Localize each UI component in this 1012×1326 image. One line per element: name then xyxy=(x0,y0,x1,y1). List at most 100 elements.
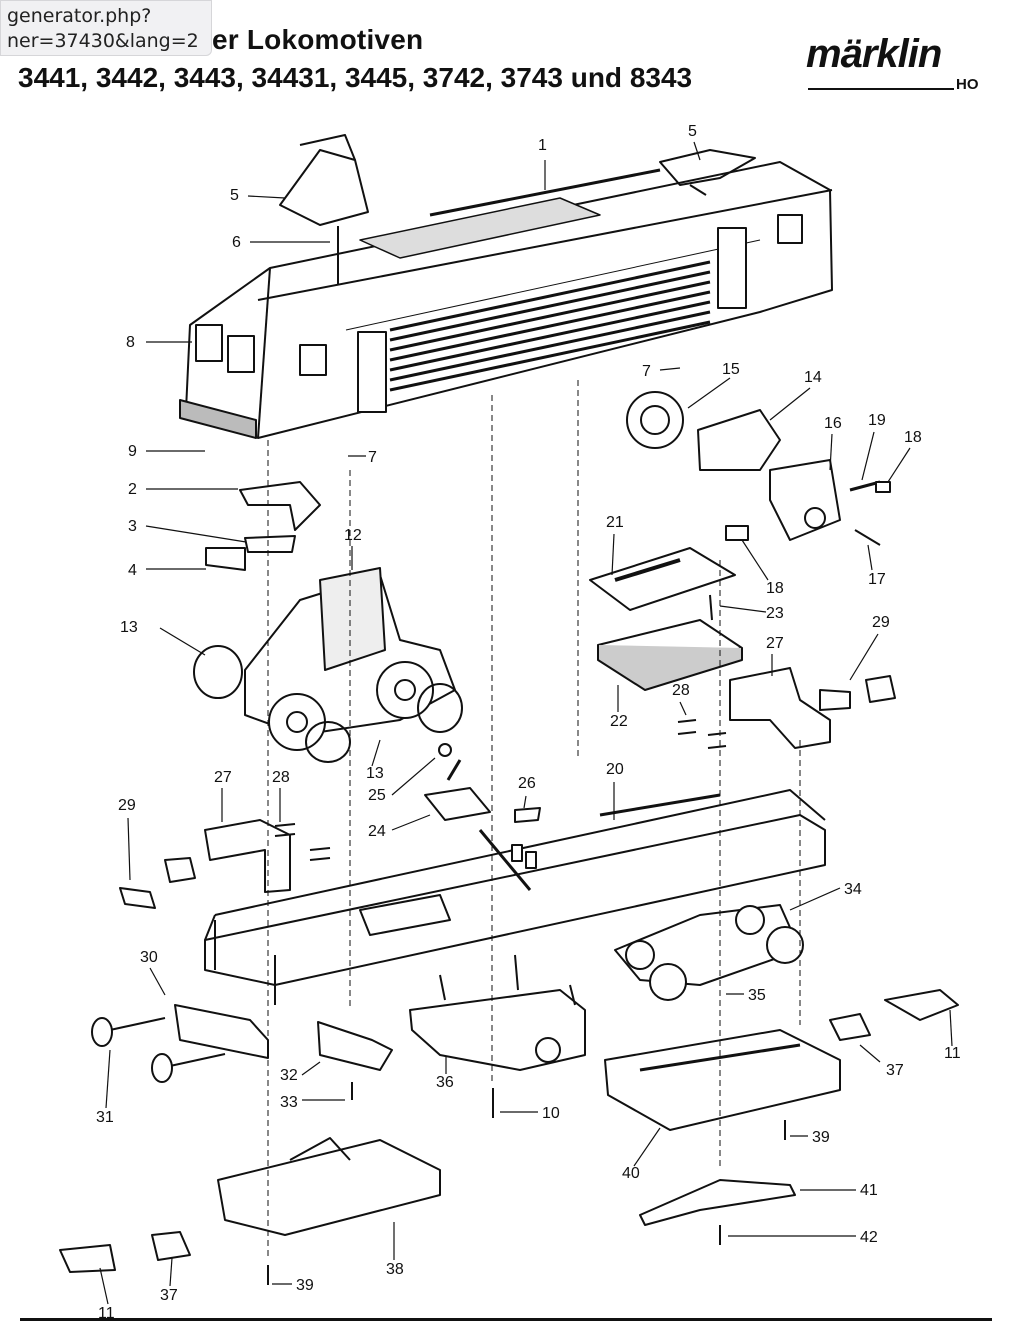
callout-leader xyxy=(145,525,247,543)
part-number-label: 7 xyxy=(642,363,651,380)
model-numbers: 3441, 3442, 3443, 34431, 3445, 3742, 374… xyxy=(18,62,693,93)
part-number-label: 7 xyxy=(368,449,377,466)
part-number-label: 38 xyxy=(386,1261,404,1278)
front-bogie-motor xyxy=(193,567,463,763)
callout-leader xyxy=(849,633,879,681)
part-number-label: 19 xyxy=(868,412,886,429)
part-number-label: 28 xyxy=(672,682,690,699)
callout-leader xyxy=(769,387,811,421)
part-number-label: 11 xyxy=(98,1305,115,1322)
callout-leader xyxy=(949,1009,953,1047)
callout-leader xyxy=(687,377,731,409)
bogie-mount-center xyxy=(317,1021,393,1100)
locomotive-body xyxy=(179,161,833,439)
callout-leader xyxy=(391,757,436,796)
callout-leader xyxy=(611,533,615,576)
rear-bogie xyxy=(614,904,804,1001)
part-number-label: 28 xyxy=(272,769,290,786)
tooltip-line-2: ner=37430&lang=2 xyxy=(7,30,199,52)
callout-leader xyxy=(741,539,769,581)
circuit-board xyxy=(589,547,736,621)
part-number-label: 5 xyxy=(230,187,239,204)
callout-leader xyxy=(679,701,687,716)
motor-assembly xyxy=(626,391,891,546)
callout-leader xyxy=(719,605,767,613)
callout-leader xyxy=(861,431,875,481)
coupler-parts-left xyxy=(205,481,321,571)
part-number-label: 16 xyxy=(824,415,842,432)
part-number-label: 40 xyxy=(622,1165,640,1182)
part-number-label: 20 xyxy=(606,761,624,778)
part-number-label: 24 xyxy=(368,823,386,840)
part-number-label: 9 xyxy=(128,443,137,460)
chassis-frame xyxy=(204,789,826,1005)
part-number-label: 39 xyxy=(812,1129,830,1146)
marklin-logo: märklin HO xyxy=(806,32,984,93)
callout-leader xyxy=(789,887,841,911)
pantograph-left xyxy=(279,134,369,285)
part-number-label: 31 xyxy=(96,1109,114,1126)
part-number-label: 33 xyxy=(280,1094,298,1111)
buffer-beam-front xyxy=(91,1004,269,1083)
callout-leaders xyxy=(99,141,953,1305)
logo-underline xyxy=(808,88,954,90)
logo-wordmark: märklin xyxy=(806,32,942,76)
assembly-guide-lines xyxy=(267,380,801,1260)
callout-leader xyxy=(127,817,131,881)
part-number-label: 3 xyxy=(128,518,137,535)
part-number-label: 22 xyxy=(610,713,628,730)
callout-leader xyxy=(169,1257,173,1287)
part-number-label: 37 xyxy=(886,1062,904,1079)
part-number-label: 25 xyxy=(368,787,386,804)
part-number-label: 26 xyxy=(518,775,536,792)
part-number-label: 8 xyxy=(126,334,135,351)
page-title: er Lokomotiven xyxy=(212,24,424,55)
part-number-label: 29 xyxy=(872,614,890,631)
part-number-label: 34 xyxy=(844,881,862,898)
part-number-label: 11 xyxy=(944,1045,961,1062)
part-number-label: 42 xyxy=(860,1229,878,1246)
part-number-label: 4 xyxy=(128,562,137,579)
part-number-label: 2 xyxy=(128,481,137,498)
front-coupler-mount xyxy=(119,819,331,909)
callout-leader xyxy=(859,1044,881,1063)
callout-leader xyxy=(371,739,381,767)
board-carrier xyxy=(597,619,743,691)
part-number-label: 1 xyxy=(538,137,547,154)
callout-leader xyxy=(105,1049,111,1109)
part-number-label: 18 xyxy=(766,580,784,597)
url-tooltip: generator.php? ner=37430&lang=2 xyxy=(0,0,212,56)
part-number-label: 5 xyxy=(688,123,697,140)
callout-leader xyxy=(301,1061,321,1076)
tooltip-line-1: generator.php? xyxy=(7,5,152,27)
callout-leader xyxy=(523,795,527,809)
part-number-label: 29 xyxy=(118,797,136,814)
part-number-label: 27 xyxy=(214,769,232,786)
part-number-label: 13 xyxy=(120,619,138,636)
part-number-label: 30 xyxy=(140,949,158,966)
part-number-label: 37 xyxy=(160,1287,178,1304)
part-number-label: 36 xyxy=(436,1074,454,1091)
part-number-label: 15 xyxy=(722,361,740,378)
gear-housing xyxy=(409,954,586,1118)
part-number-label: 23 xyxy=(766,605,784,622)
part-number-label: 39 xyxy=(296,1277,314,1294)
part-number-label: 12 xyxy=(344,527,362,544)
callout-leader xyxy=(867,544,873,571)
part-number-label: 6 xyxy=(232,234,241,251)
part-number-label: 27 xyxy=(766,635,784,652)
bogie-frame-front xyxy=(59,1137,441,1285)
bottom-rule xyxy=(20,1318,992,1321)
part-number-label: 18 xyxy=(904,429,922,446)
callout-leader xyxy=(633,1127,661,1167)
callout-leader xyxy=(829,433,833,471)
callout-leader xyxy=(693,141,701,161)
pickup-shoe xyxy=(639,1179,796,1245)
pantograph-right xyxy=(659,149,756,196)
motor-bracket xyxy=(424,743,541,869)
callout-leader xyxy=(159,627,206,656)
part-number-label: 32 xyxy=(280,1067,298,1084)
rear-coupler-mount xyxy=(677,667,896,749)
